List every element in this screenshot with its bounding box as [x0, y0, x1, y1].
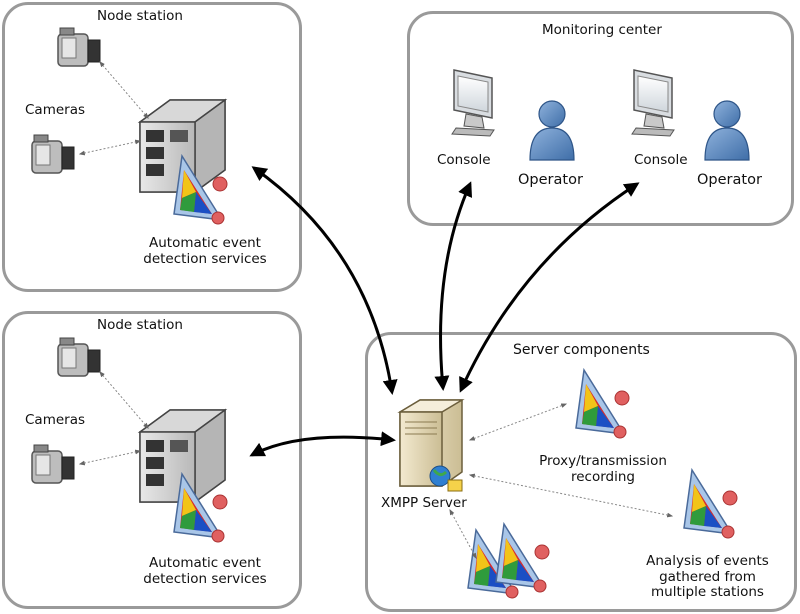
xmpp-analysis-link	[468, 473, 674, 518]
services-top-label-line1: Automatic event	[149, 235, 261, 251]
services-bottom-label: Automatic event detection services	[130, 555, 280, 587]
console-1-monitor-icon	[451, 69, 495, 137]
arrow-console-2-to-xmpp	[459, 182, 640, 393]
xmpp-server-label: XMPP Server	[381, 495, 467, 511]
proxy-label-line1: Proxy/transmission	[539, 453, 667, 469]
camera-bottom-1-link	[99, 371, 149, 429]
analysis-service-icon	[683, 469, 738, 539]
extra-service-2-icon	[495, 523, 550, 593]
camera-top-1-icon	[57, 27, 101, 67]
camera-top-2-icon	[31, 134, 75, 174]
xmpp-proxy-link	[468, 403, 568, 441]
operator-2-label: Operator	[697, 172, 762, 188]
xmpp-extra-link	[449, 508, 477, 560]
node-station-top-title: Node station	[97, 8, 183, 24]
proxy-recording-service-icon	[575, 369, 630, 439]
console-2-monitor-icon	[631, 69, 675, 137]
services-top-label: Automatic event detection services	[130, 235, 280, 267]
camera-top-1-link	[99, 61, 149, 119]
camera-bottom-2-icon	[31, 444, 75, 484]
camera-bottom-1-icon	[57, 337, 101, 377]
camera-bottom-2-link	[78, 449, 142, 466]
console-1-label: Console	[437, 152, 491, 168]
analysis-label-line3: multiple stations	[651, 584, 764, 601]
operator-2-icon	[704, 100, 750, 161]
analysis-label-line2: gathered from	[659, 568, 756, 585]
arrow-console-1-to-xmpp	[434, 181, 473, 391]
camera-top-2-link	[78, 139, 142, 156]
monitoring-center-title: Monitoring center	[542, 22, 662, 38]
services-top-label-line2: detection services	[143, 250, 267, 267]
services-bottom-label-line2: detection services	[143, 570, 267, 587]
services-bottom-label-line1: Automatic event	[149, 555, 261, 571]
arrow-node-top-to-xmpp	[251, 166, 398, 395]
console-2-label: Console	[634, 152, 688, 168]
analysis-label-line1: Analysis of events	[646, 553, 769, 569]
analysis-label: Analysis of events gathered from multipl…	[630, 553, 785, 601]
arrow-node-bottom-to-xmpp	[249, 431, 396, 457]
operator-1-icon	[529, 100, 575, 161]
cameras-bottom-label: Cameras	[25, 412, 86, 428]
node-station-bottom-title: Node station	[97, 317, 183, 333]
xmpp-server-icon	[397, 399, 465, 492]
cameras-top-label: Cameras	[25, 102, 86, 118]
